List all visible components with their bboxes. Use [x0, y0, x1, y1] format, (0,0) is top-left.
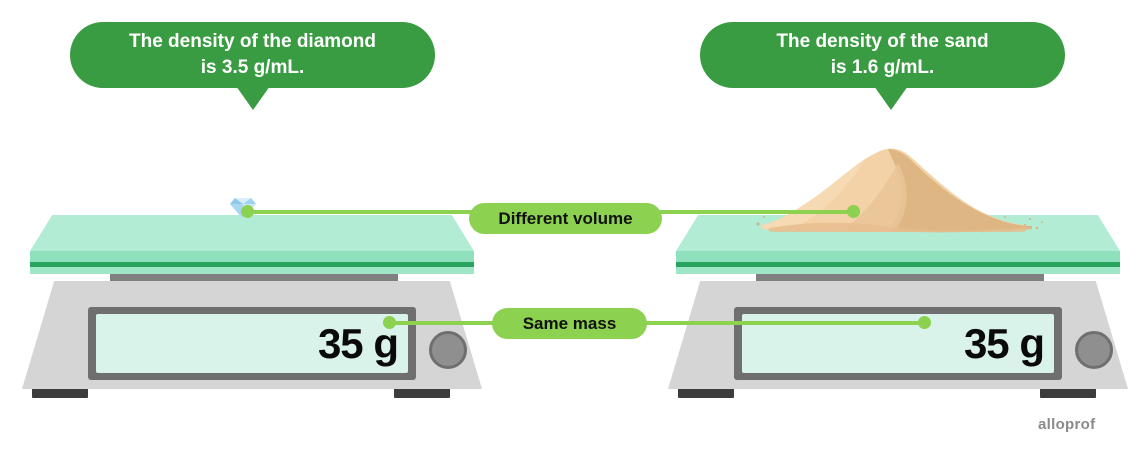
scale-left: 35 g — [22, 215, 482, 405]
connector-dot-sand — [847, 205, 860, 218]
connector-dot-diamond — [241, 205, 254, 218]
callout-diamond-density: The density of the diamond is 3.5 g/mL. — [70, 22, 435, 88]
callout-sand-line2: is 1.6 g/mL. — [830, 57, 935, 78]
scale-reading-right: 35 g — [963, 319, 1045, 367]
badge-different-volume: Different volume — [469, 203, 662, 234]
scale-foot-left — [678, 388, 734, 398]
callout-sand-tail-icon — [874, 86, 908, 110]
scale-foot-right — [1040, 388, 1096, 398]
scale-reading-left: 35 g — [317, 319, 399, 367]
scale-platform-under — [676, 267, 1120, 274]
callout-sand-density: The density of the sand is 1.6 g/mL. — [700, 22, 1065, 88]
watermark-alloprof: alloprof — [1038, 416, 1096, 433]
scale-platform-top — [30, 215, 474, 251]
connector-volume-left — [246, 210, 474, 214]
connector-volume-right — [658, 210, 857, 214]
scale-right: 35 g — [668, 215, 1128, 405]
scale-platform-stripe — [30, 262, 474, 267]
scale-platform-stripe — [676, 262, 1120, 267]
scale-knob-right[interactable] — [1075, 331, 1113, 369]
scale-platform-under — [30, 267, 474, 274]
callout-sand-line1: The density of the sand — [776, 31, 989, 52]
connector-dot-left-reading — [383, 316, 396, 329]
connector-mass-left — [388, 321, 498, 325]
scale-platform-edge — [30, 251, 474, 262]
scale-foot-right — [394, 388, 450, 398]
scale-foot-left — [32, 388, 88, 398]
badge-same-mass: Same mass — [492, 308, 647, 339]
callout-diamond-tail-icon — [236, 86, 270, 110]
callout-diamond-line1: The density of the diamond — [128, 31, 376, 52]
callout-diamond-line2: is 3.5 g/mL. — [200, 57, 305, 78]
scale-display-left: 35 g — [96, 314, 408, 373]
sand-pile-icon — [756, 148, 1043, 233]
connector-mass-right — [642, 321, 929, 325]
scale-knob-left[interactable] — [429, 331, 467, 369]
scale-platform-edge — [676, 251, 1120, 262]
connector-dot-right-reading — [918, 316, 931, 329]
